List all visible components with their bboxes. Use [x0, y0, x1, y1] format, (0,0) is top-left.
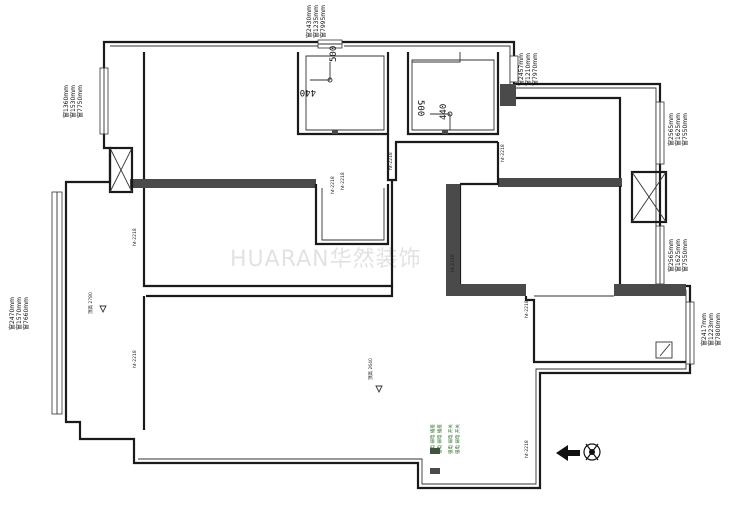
svg-text:ht-2218: ht-2218	[132, 350, 138, 368]
structural-wall-2	[500, 84, 516, 106]
svg-text:窗7550mm: 窗7550mm	[681, 239, 689, 272]
dim-right-middle: 窗2565mm 窗1625mm 窗7550mm	[667, 239, 689, 272]
watermark: HUARAN华然装饰	[230, 247, 422, 272]
svg-text:窗2417mm: 窗2417mm	[700, 313, 708, 346]
structural-wall-5	[446, 284, 526, 296]
svg-text:440: 440	[439, 104, 449, 120]
svg-text:强电 弱电 开关: 强电 弱电 开关	[447, 424, 454, 454]
water-heater	[655, 341, 673, 359]
svg-text:窗1530mm: 窗1530mm	[69, 85, 77, 118]
svg-text:窗1210mm: 窗1210mm	[524, 53, 532, 86]
svg-text:窗7995mm: 窗7995mm	[319, 5, 327, 38]
svg-text:窗2457mm: 窗2457mm	[517, 53, 525, 86]
svg-text:500: 500	[329, 46, 339, 62]
svg-text:ht-2218: ht-2218	[388, 152, 394, 170]
structural-wall-6	[614, 284, 686, 296]
height-tags: ht-2218 ht-2218 ht-2218 ht-2218 ht-2218 …	[87, 144, 530, 458]
svg-text:ht-2218: ht-2218	[340, 172, 346, 190]
svg-text:窗2565mm: 窗2565mm	[667, 239, 675, 272]
svg-text:窗2430mm: 窗2430mm	[305, 5, 313, 38]
entry-arrow-icon	[556, 445, 580, 461]
svg-text:ht-2218: ht-2218	[132, 228, 138, 246]
dim-left-upper: 窗1360mm 窗1530mm 窗7750mm	[62, 85, 84, 118]
svg-text:窗1360mm: 窗1360mm	[62, 85, 70, 118]
svg-text:窗7550mm: 窗7550mm	[681, 113, 689, 146]
svg-text:窗1625mm: 窗1625mm	[674, 113, 682, 146]
compass-icon	[583, 443, 601, 461]
fixture-dims: 500 440 500 440	[300, 46, 449, 120]
dim-right-upper: 窗2565mm 窗1625mm 窗7550mm	[667, 113, 689, 146]
interior-walls	[108, 52, 686, 430]
svg-text:ht-2218: ht-2218	[500, 144, 506, 162]
svg-text:顶高 2640: 顶高 2640	[367, 358, 374, 380]
svg-text:窗7750mm: 窗7750mm	[76, 85, 84, 118]
svg-text:窗2565mm: 窗2565mm	[667, 113, 675, 146]
svg-text:窗1223mm: 窗1223mm	[707, 313, 715, 346]
window-right-top	[509, 55, 519, 83]
svg-text:440: 440	[300, 87, 316, 97]
svg-text:ht-2218: ht-2218	[524, 440, 530, 458]
dim-left-lower: 窗2470mm 窗1570mm 窗7660mm	[8, 297, 30, 330]
structural-wall-3	[498, 178, 622, 187]
svg-text:ht-2218: ht-2218	[330, 176, 336, 194]
fixtures	[310, 62, 673, 474]
electrical-notes: 强电 弱电 插座 强电 弱电 插座 强电 弱电 开关 强电 弱电 开关	[429, 424, 461, 454]
svg-text:窗1235mm: 窗1235mm	[312, 5, 320, 38]
dim-right-lower: 窗2417mm 窗1223mm 窗7800mm	[700, 313, 722, 346]
svg-text:窗1570mm: 窗1570mm	[15, 297, 23, 330]
duct-shaft-left	[108, 146, 134, 194]
svg-text:窗2470mm: 窗2470mm	[8, 297, 16, 330]
svg-text:窗7970mm: 窗7970mm	[531, 53, 539, 86]
svg-text:强电 弱电 插座: 强电 弱电 插座	[429, 424, 436, 454]
duct-shaft-right	[630, 170, 668, 224]
dim-top: 窗2430mm 窗1235mm 窗7995mm	[305, 5, 327, 38]
svg-text:500: 500	[415, 100, 425, 116]
dim-right-upper-top: 窗2457mm 窗1210mm 窗7970mm	[517, 53, 539, 86]
svg-text:ht-2218: ht-2218	[524, 300, 530, 318]
svg-text:窗7660mm: 窗7660mm	[22, 297, 30, 330]
svg-text:窗1625mm: 窗1625mm	[674, 239, 682, 272]
windows	[51, 39, 695, 415]
svg-text:强电 弱电 开关: 强电 弱电 开关	[454, 424, 461, 454]
structural-wall-4	[446, 184, 460, 288]
structural-wall-1	[130, 179, 316, 188]
svg-text:窗7800mm: 窗7800mm	[714, 313, 722, 346]
svg-text:顶高 2780: 顶高 2780	[87, 292, 94, 314]
svg-text:ht-2218: ht-2218	[450, 254, 456, 272]
svg-text:强电 弱电 插座: 强电 弱电 插座	[436, 424, 443, 454]
